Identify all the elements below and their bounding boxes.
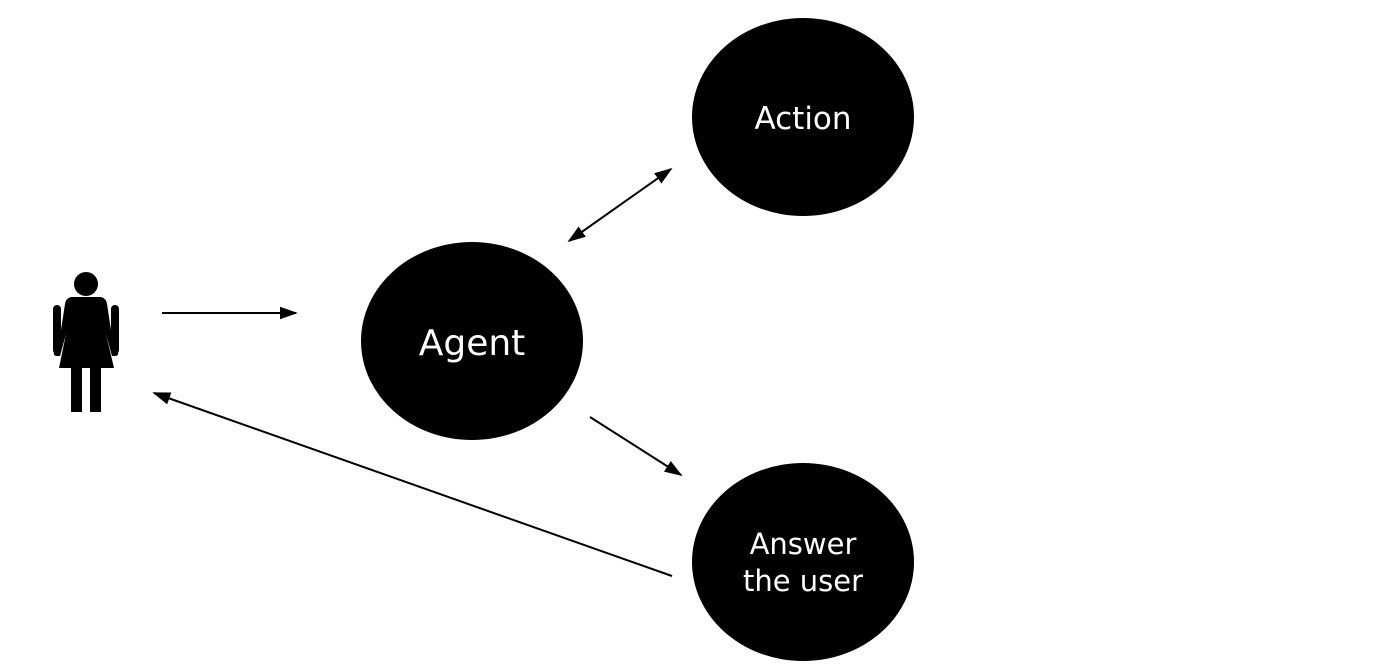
agent-circle (361, 242, 583, 440)
arrow-answer-to-user (152, 392, 673, 577)
answer-circle (692, 463, 914, 661)
agent-label: Agent (419, 323, 526, 364)
arrow-agent-to-answer (589, 416, 683, 476)
action-circle (692, 18, 914, 216)
person-icon (53, 272, 119, 412)
answer-label-line1: Answer (750, 527, 857, 561)
agent-node: Agent (361, 242, 583, 440)
action-label: Action (754, 101, 851, 137)
answer-node: Answer the user (692, 463, 914, 661)
arrow-agent-action (567, 167, 673, 243)
action-node: Action (692, 18, 914, 216)
answer-label-line2: the user (743, 564, 863, 598)
